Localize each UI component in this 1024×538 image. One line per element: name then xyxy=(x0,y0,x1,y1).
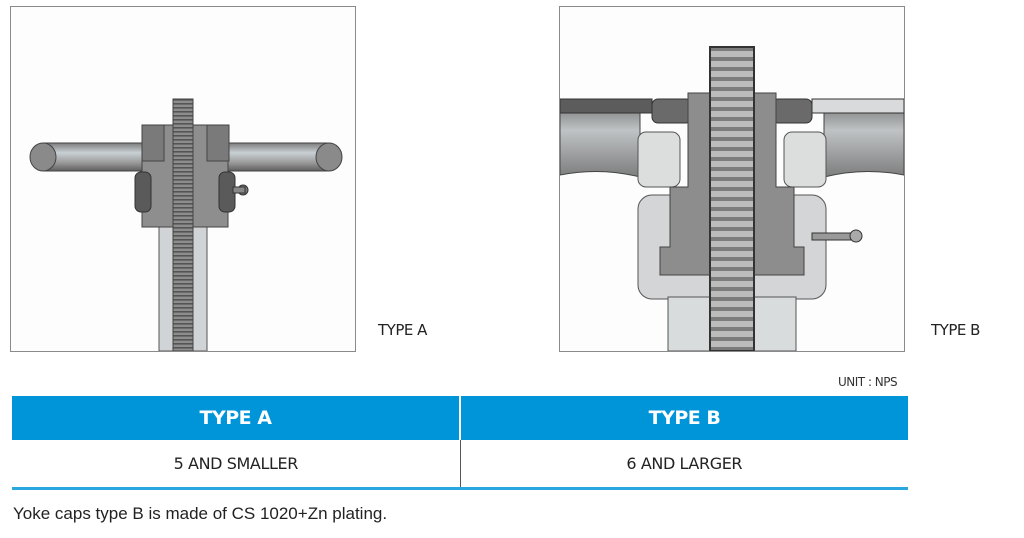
cell-type-b-size: 6 AND LARGER xyxy=(459,440,909,487)
type-b-figure xyxy=(559,6,905,352)
type-b-label: TYPE B xyxy=(931,321,980,339)
material-note: Yoke caps type B is made of CS 1020+Zn p… xyxy=(13,504,388,523)
header-type-b: TYPE B xyxy=(459,396,908,440)
table-header-row: TYPE A TYPE B xyxy=(12,396,908,440)
table-row: 5 AND SMALLER 6 AND LARGER xyxy=(12,440,908,490)
type-a-figure xyxy=(10,6,356,352)
yoke-cap-type-b-illustration-icon xyxy=(560,46,904,351)
cell-type-a-size: 5 AND SMALLER xyxy=(173,454,299,473)
yoke-cap-type-table: TYPE A TYPE B 5 AND SMALLER 6 AND LARGER xyxy=(12,396,908,490)
header-type-a: TYPE A xyxy=(199,407,272,429)
unit-label: UNIT : NPS xyxy=(838,375,898,389)
type-a-label: TYPE A xyxy=(378,321,427,339)
yoke-cap-type-a-illustration-icon xyxy=(29,98,343,351)
